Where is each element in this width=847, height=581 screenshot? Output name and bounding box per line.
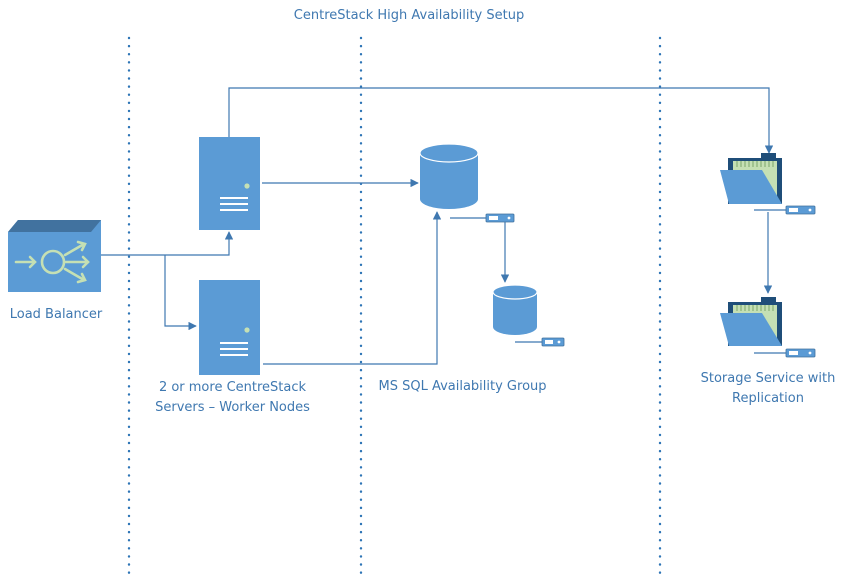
connectors [100, 87, 786, 365]
storage-label: Storage Service with Replication [680, 369, 847, 409]
worker-nodes-label-line-1: 2 or more CentreStack [158, 380, 307, 395]
connector-server-2-to-sql [263, 211, 442, 365]
worker-nodes-label: 2 or more CentreStack Servers – Worker N… [140, 378, 325, 418]
connector-lb-to-server-1 [100, 231, 234, 256]
worker-nodes-label-line-2: Servers – Worker Nodes [155, 400, 310, 415]
server-status-indicator-icon [485, 213, 515, 223]
zone-separators [127, 36, 662, 577]
server-icon [199, 280, 260, 375]
server-status-indicator-icon [785, 205, 816, 215]
connector-lb-to-server-2 [164, 255, 197, 331]
load-balancer-label: Load Balancer [9, 307, 103, 322]
folder-icon [720, 153, 782, 204]
storage-label-line-2: Replication [732, 391, 804, 406]
server-status-indicator-icon [541, 337, 565, 347]
folder-icon [720, 297, 782, 346]
server-icon [199, 137, 260, 230]
database-icon [492, 284, 538, 335]
storage-label-line-1: Storage Service with [700, 371, 836, 386]
load-balancer-icon [8, 220, 101, 292]
diagram-title: CentreStack High Availability Setup [293, 8, 525, 23]
server-status-indicator-icon [785, 348, 816, 358]
sql-group-label: MS SQL Availability Group [378, 379, 547, 394]
database-icon [419, 143, 479, 209]
connector-server-1-to-storage [228, 87, 774, 154]
